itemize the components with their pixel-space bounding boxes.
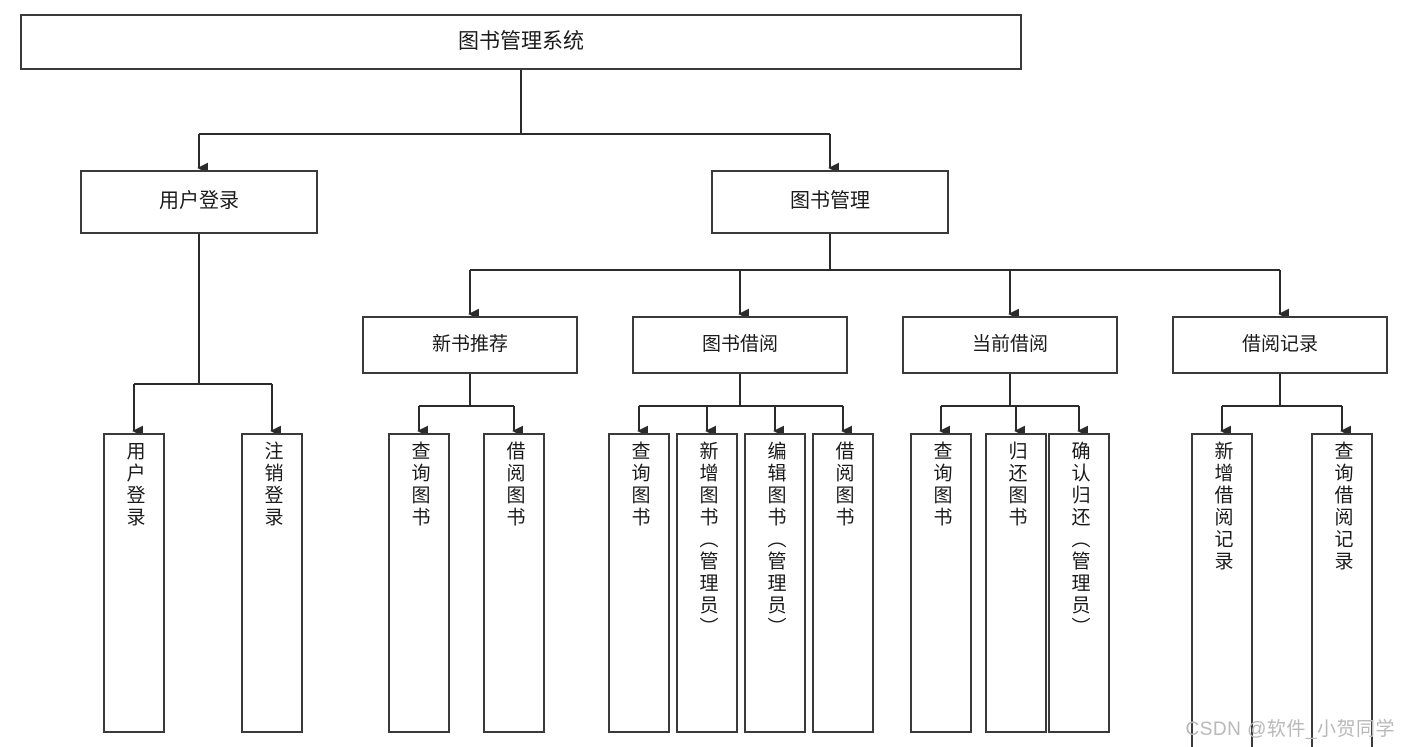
- node-leaf-borrow-book-2-label: 借阅图书: [832, 441, 854, 529]
- node-leaf-borrow-book-1[interactable]: 借阅图书: [483, 433, 545, 733]
- node-leaf-query-record[interactable]: 查询借阅记录: [1311, 433, 1373, 747]
- node-leaf-logout[interactable]: 注销登录: [241, 433, 303, 733]
- node-leaf-query-book-2-label: 查询图书: [628, 441, 650, 529]
- node-current-borrow[interactable]: 当前借阅: [902, 316, 1118, 374]
- node-leaf-borrow-book-2[interactable]: 借阅图书: [812, 433, 874, 733]
- watermark: CSDN @软件_小贺同学: [1185, 719, 1395, 740]
- node-current-borrow-label: 当前借阅: [971, 333, 1048, 355]
- node-leaf-user-login-label: 用户登录: [123, 441, 145, 529]
- node-new-book-recommend[interactable]: 新书推荐: [362, 316, 578, 374]
- node-book-manage-label: 图书管理: [790, 190, 870, 213]
- node-leaf-query-book-2[interactable]: 查询图书: [608, 433, 670, 733]
- node-leaf-logout-label: 注销登录: [261, 441, 283, 529]
- node-leaf-edit-book[interactable]: 编辑图书（管理员）: [744, 433, 806, 733]
- node-leaf-query-book-1[interactable]: 查询图书: [388, 433, 450, 733]
- node-leaf-borrow-book-1-label: 借阅图书: [503, 441, 525, 529]
- node-leaf-add-record-label: 新增借阅记录: [1211, 441, 1233, 573]
- node-user-login[interactable]: 用户登录: [80, 170, 318, 234]
- node-root[interactable]: 图书管理系统: [20, 14, 1022, 70]
- node-leaf-confirm-return-label: 确认归还（管理员）: [1068, 441, 1090, 639]
- node-leaf-user-login[interactable]: 用户登录: [103, 433, 165, 733]
- node-book-manage[interactable]: 图书管理: [711, 170, 949, 234]
- node-leaf-add-record[interactable]: 新增借阅记录: [1191, 433, 1253, 747]
- node-root-label: 图书管理系统: [458, 29, 584, 53]
- node-borrow-record-label: 借阅记录: [1241, 333, 1318, 355]
- node-leaf-add-book[interactable]: 新增图书（管理员）: [676, 433, 738, 733]
- node-leaf-query-record-label: 查询借阅记录: [1331, 441, 1353, 573]
- node-leaf-return-book-label: 归还图书: [1005, 441, 1027, 529]
- node-leaf-query-book-3-label: 查询图书: [930, 441, 952, 529]
- node-leaf-query-book-3[interactable]: 查询图书: [910, 433, 972, 733]
- node-user-login-label: 用户登录: [159, 190, 239, 213]
- node-leaf-edit-book-label: 编辑图书（管理员）: [764, 441, 786, 639]
- node-leaf-confirm-return[interactable]: 确认归还（管理员）: [1048, 433, 1110, 733]
- node-borrow-record[interactable]: 借阅记录: [1172, 316, 1388, 374]
- node-leaf-query-book-1-label: 查询图书: [408, 441, 430, 529]
- node-new-book-recommend-label: 新书推荐: [431, 333, 508, 355]
- node-leaf-return-book[interactable]: 归还图书: [985, 433, 1047, 733]
- node-book-borrow[interactable]: 图书借阅: [632, 316, 848, 374]
- node-leaf-add-book-label: 新增图书（管理员）: [696, 441, 718, 639]
- node-book-borrow-label: 图书借阅: [701, 333, 778, 355]
